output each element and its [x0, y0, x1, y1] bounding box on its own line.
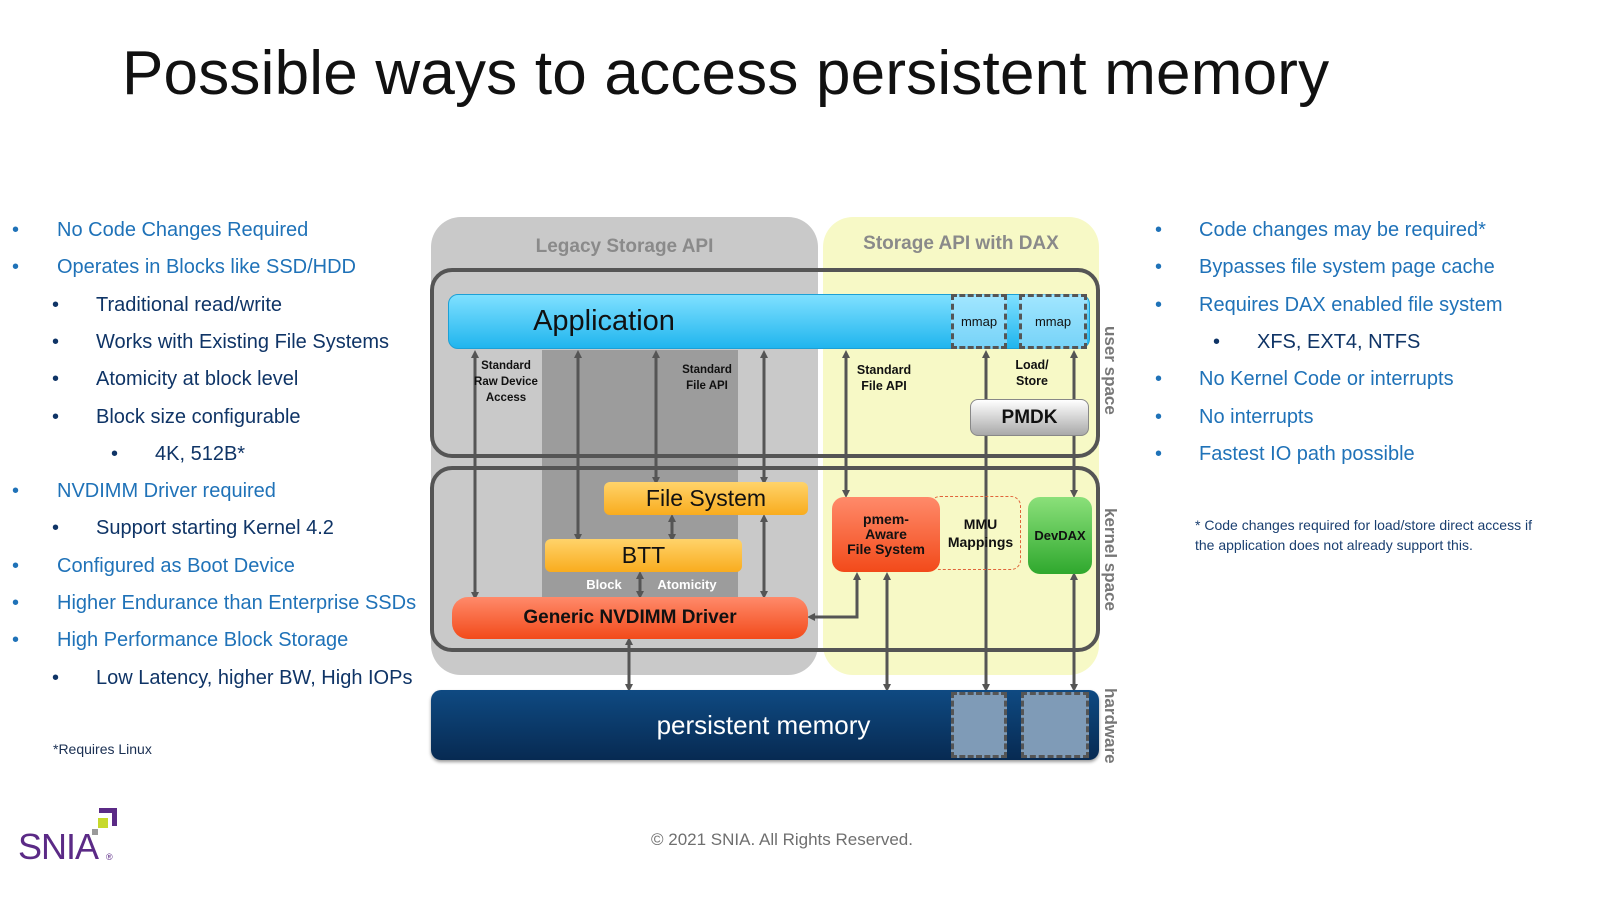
mmap-box-2: mmap [1019, 294, 1087, 349]
slide-title: Possible ways to access persistent memor… [122, 39, 1330, 108]
legacy-file-api-label: Standard File API [682, 364, 732, 392]
logo-text: SNIA [18, 826, 99, 867]
bullet-icon: • [52, 368, 60, 391]
persistent-memory-text: persistent memory [656, 710, 871, 740]
btt-box: BTT [545, 539, 742, 572]
left-bullet-item-text: Higher Endurance than Enterprise SSDs [57, 592, 417, 614]
logo-gray-square [92, 829, 98, 835]
pmdk-box: PMDK [970, 399, 1089, 436]
left-bullet-item-text: Operates in Blocks like SSD/HDD [57, 256, 356, 279]
bullet-icon: • [52, 405, 60, 428]
right-bullet-item: • No Kernel Code or interrupts [1155, 368, 1454, 391]
bullet-icon: • [1155, 293, 1163, 316]
logo-lime-square-fill [98, 818, 108, 828]
file-system-box: File System [604, 482, 808, 515]
left-bullet-item-text: No Code Changes Required [57, 219, 309, 241]
left-bullet-item: • Block size configurable [52, 406, 301, 429]
left-bullet-item-text: 4K, 512B* [155, 442, 246, 465]
left-bullet-item-text: Atomicity at block level [96, 368, 299, 391]
left-bullet-item-text: NVDIMM Driver required [57, 480, 276, 503]
left-bullet-item-text: Block size configurable [96, 405, 301, 428]
pmem-aware-fs-box: pmem- Aware File System [832, 497, 940, 572]
devdax-box: DevDAX [1028, 497, 1092, 574]
right-bullet-item: • No interrupts [1155, 406, 1314, 429]
mmu-mappings-box: MMU Mappings [930, 496, 1021, 570]
right-bullet-item-text: XFS, EXT4, NTFS [1257, 330, 1421, 353]
bullet-icon: • [12, 592, 20, 614]
right-bullet-item-text: Bypasses file system page cache [1199, 256, 1495, 279]
left-bullet-item: • Atomicity at block level [52, 368, 298, 391]
left-bullet-item-text: Traditional read/write [96, 293, 283, 316]
bullet-icon: • [1155, 256, 1163, 279]
left-bullet-item: • High Performance Block Storage [12, 629, 348, 652]
right-bullet-item: • Fastest IO path possible [1155, 443, 1415, 466]
arrow-pmemfs-driver [807, 572, 861, 621]
left-footnote: *Requires Linux [53, 741, 152, 757]
bullet-icon: • [12, 629, 20, 652]
left-bullet-item: • Support starting Kernel 4.2 [52, 517, 334, 540]
nvdimm-driver-box: Generic NVDIMM Driver [452, 597, 808, 639]
right-bullet-item-text: No interrupts [1199, 405, 1314, 428]
atomicity-label: Atomicity [657, 577, 717, 592]
mmap-box-1: mmap [951, 294, 1007, 349]
bullet-icon: • [12, 256, 20, 279]
bullet-icon: • [52, 330, 60, 353]
bullet-icon: • [52, 293, 60, 316]
bullet-icon: • [1213, 330, 1221, 353]
dax-file-api-label: Standard File API [856, 363, 912, 393]
bullet-icon: • [52, 666, 60, 689]
bullet-icon: • [1155, 405, 1163, 428]
left-bullet-item: • Higher Endurance than Enterprise SSDs [12, 592, 416, 615]
left-bullet-item-text: Support starting Kernel 4.2 [96, 517, 334, 540]
legacy-storage-title: Legacy Storage API [535, 236, 714, 257]
pmem-mapped-region-1 [951, 692, 1007, 758]
dax-storage-region [823, 217, 1099, 675]
logo-registered-mark: ® [106, 852, 113, 862]
right-bullet-item-text: Fastest IO path possible [1199, 442, 1415, 465]
pmem-mapped-region-2 [1021, 692, 1089, 758]
right-bullet-item-text: No Kernel Code or interrupts [1199, 368, 1454, 391]
bullet-icon: • [12, 219, 20, 241]
left-bullet-item: • NVDIMM Driver required [12, 480, 276, 503]
load-store-label: Load/ Store [1015, 358, 1049, 388]
bullet-icon: • [1155, 368, 1163, 391]
bullet-icon: • [111, 442, 119, 465]
left-bullet-item: • Configured as Boot Device [12, 555, 295, 578]
bullet-icon: • [12, 554, 20, 577]
left-bullet-item: • Traditional read/write [52, 294, 282, 317]
right-footnote: * Code changes required for load/store d… [1195, 517, 1532, 553]
left-bullet-item-text: Low Latency, higher BW, High IOPs [96, 666, 413, 689]
bullet-icon: • [1155, 219, 1163, 241]
left-bullet-item: • Low Latency, higher BW, High IOPs [52, 667, 412, 690]
raw-device-access-label: Standard Raw Device Access [474, 360, 538, 404]
right-bullet-item: • Code changes may be required* [1155, 219, 1486, 242]
application-label: Application [533, 305, 675, 337]
right-bullet-item: • XFS, EXT4, NTFS [1213, 331, 1420, 354]
left-bullet-item-text: High Performance Block Storage [57, 629, 349, 652]
bullet-icon: • [12, 480, 20, 503]
logo-corner-mark [99, 808, 117, 826]
dax-storage-title: Storage API with DAX [863, 233, 1059, 254]
left-bullet-item: • Works with Existing File Systems [52, 331, 389, 354]
bullet-icon: • [52, 517, 60, 540]
right-bullet-item: • Bypasses file system page cache [1155, 256, 1495, 279]
left-bullet-item-text: Configured as Boot Device [57, 554, 295, 577]
left-bullet-item: • Operates in Blocks like SSD/HDD [12, 256, 356, 279]
snia-logo: SNIA ® [18, 808, 128, 868]
block-label: Block [586, 577, 622, 592]
left-bullet-item: • No Code Changes Required [12, 219, 308, 242]
right-bullet-item-text: Code changes may be required* [1199, 219, 1486, 241]
right-bullet-item: • Requires DAX enabled file system [1155, 294, 1502, 317]
persistent-memory-label: persistent memory [431, 690, 1099, 760]
left-bullet-item: • 4K, 512B* [111, 443, 245, 466]
persistent-memory-box: persistent memory [431, 690, 1099, 760]
right-bullet-item-text: Requires DAX enabled file system [1199, 293, 1503, 316]
left-bullet-item-text: Works with Existing File Systems [96, 330, 390, 353]
copyright: © 2021 SNIA. All Rights Reserved. [651, 830, 913, 849]
bullet-icon: • [1155, 442, 1163, 465]
